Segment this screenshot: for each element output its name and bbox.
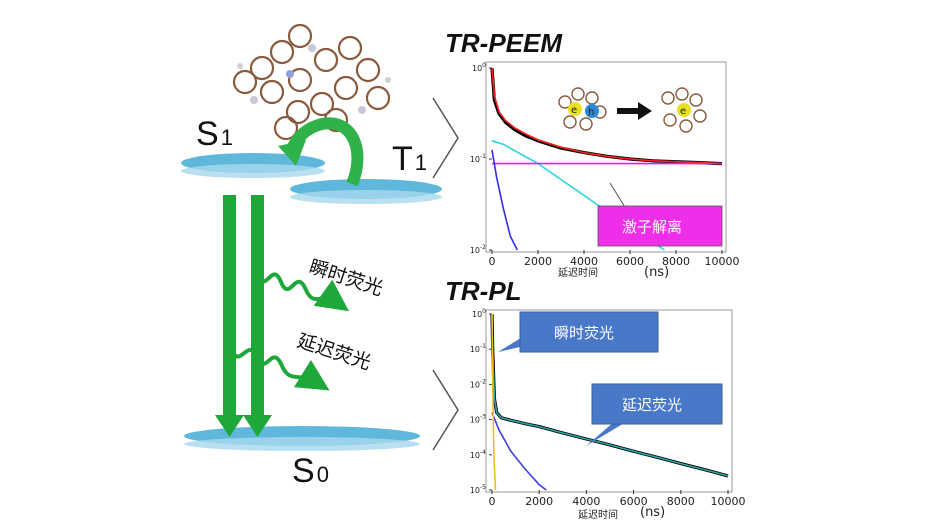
peem-molecule-inset: e h e <box>558 87 707 133</box>
molecule-illustration <box>232 23 391 141</box>
electron-marker-right <box>677 103 691 117</box>
x-tick-label: 0 <box>489 495 496 508</box>
delayed-callout-tail <box>586 422 626 446</box>
series-line-4 <box>491 149 519 251</box>
pl-panel: TR-PL 100 10-1 10-2 10-3 10-4 10-5 0 2000 4000 6… <box>445 276 746 521</box>
y-tick-label: 10-3 <box>470 414 486 425</box>
peem-x-unit: (ns) <box>644 265 669 280</box>
pl-x-label: 延迟时间 <box>578 508 618 521</box>
t1-level <box>290 179 442 204</box>
x-tick-label: 6000 <box>616 255 644 268</box>
y-tick-label: 10-1 <box>470 343 486 354</box>
x-tick-label: 2000 <box>525 495 553 508</box>
hole-label: h <box>588 107 594 118</box>
series-line-1 <box>491 313 729 477</box>
s1-level <box>181 153 325 178</box>
y-tick-label: 10-1 <box>470 153 486 164</box>
s1-label: S1 <box>196 115 233 153</box>
x-tick-label: 4000 <box>572 495 600 508</box>
series-line-2 <box>491 412 547 491</box>
chevron-to-peem-icon <box>432 97 459 179</box>
x-tick-label: 6000 <box>620 495 648 508</box>
electron-label-left: e <box>571 105 577 116</box>
peem-x-ticks: 0 2000 4000 6000 8000 10000 <box>489 250 740 268</box>
chevron-to-pl-icon <box>432 369 459 451</box>
transition-arrow-icon <box>617 102 652 120</box>
hole-marker <box>585 104 599 118</box>
s0-label: S0 <box>292 452 329 490</box>
pl-y-ticks: 100 10-1 10-2 10-3 10-4 10-5 <box>470 308 492 495</box>
x-tick-label: 10000 <box>711 495 746 508</box>
x-tick-label: 2000 <box>524 255 552 268</box>
x-tick-label: 8000 <box>662 255 690 268</box>
y-tick-label: 10-4 <box>470 449 486 460</box>
dissociation-label: 激子解离 <box>622 218 682 236</box>
delayed-fluorescence-label: 延迟荧光 <box>294 330 373 374</box>
dissociation-box <box>597 205 723 247</box>
prompt-callout-tail <box>498 336 524 352</box>
prompt-fluorescence-label: 瞬时荧光 <box>306 256 385 300</box>
series-line-1 <box>491 67 723 165</box>
x-tick-label: 4000 <box>570 255 598 268</box>
t1-label: T1 <box>392 140 427 178</box>
pl-x-unit: (ns) <box>640 505 665 520</box>
x-tick-label: 8000 <box>667 495 695 508</box>
y-tick-label: 10-2 <box>470 378 486 389</box>
prompt-callout-box <box>519 311 659 353</box>
peem-title: TR-PEEM <box>445 28 563 58</box>
delayed-callout-label: 延迟荧光 <box>622 396 682 414</box>
jablonski-diagram: S1 T1 S0 瞬时荧光 延迟荧光 <box>181 23 442 490</box>
x-tick-label: 0 <box>489 255 496 268</box>
y-tick-label: 10-5 <box>470 484 486 495</box>
y-tick-label: 10-2 <box>470 244 486 255</box>
peem-series <box>490 67 723 251</box>
delayed-callout-box <box>591 383 723 425</box>
x-tick-label: 10000 <box>705 255 740 268</box>
y-tick-label: 100 <box>472 308 486 319</box>
peem-y-ticks: 100 10-1 10-2 <box>470 62 492 255</box>
peem-x-label: 延迟时间 <box>558 266 598 279</box>
photon-wave-delayed <box>230 347 330 391</box>
series-line-3 <box>491 313 497 491</box>
pl-series <box>490 313 729 491</box>
pl-x-ticks: 0 2000 4000 6000 8000 10000 <box>489 490 746 508</box>
electron-marker-left <box>568 102 582 116</box>
emission-arrow-right <box>243 195 272 437</box>
peem-panel: TR-PEEM 100 10-1 10-2 0 2000 4000 6000 8000 100… <box>445 28 740 280</box>
s0-level <box>184 426 420 451</box>
electron-label-right: e <box>680 106 686 117</box>
prompt-callout-label: 瞬时荧光 <box>554 324 614 342</box>
pl-title: TR-PL <box>445 276 522 306</box>
y-tick-label: 100 <box>472 62 486 73</box>
risc-curl-arrow <box>278 117 364 187</box>
emission-arrow-left <box>215 195 244 437</box>
photon-wave-prompt <box>256 272 350 312</box>
